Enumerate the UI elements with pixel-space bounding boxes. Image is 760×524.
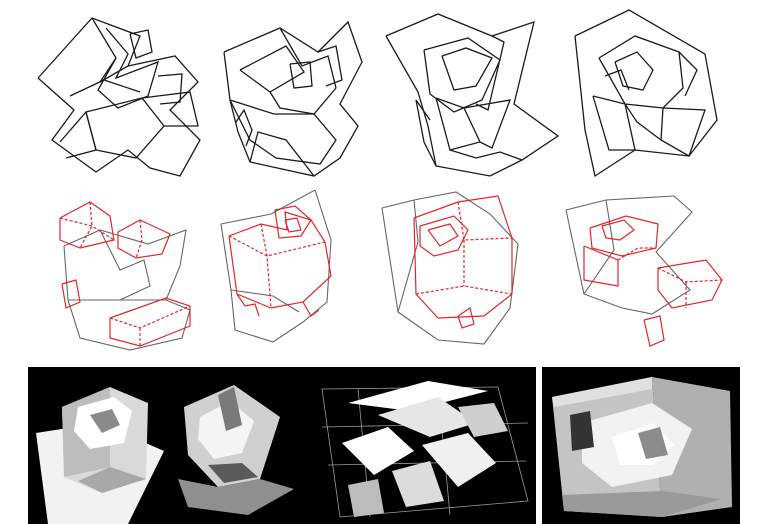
model-photo-3-image — [542, 367, 740, 524]
model-photo-2 — [318, 367, 536, 524]
model-photo-1 — [28, 367, 318, 524]
black-linework-row — [0, 0, 760, 190]
black-drawing-3 — [385, 13, 560, 177]
black-drawing-1 — [37, 17, 201, 177]
model-photo-1-image — [28, 367, 318, 524]
red-drawing-3 — [381, 191, 519, 345]
red-drawing-1 — [59, 201, 191, 351]
red-drawing-4 — [565, 195, 723, 347]
model-photo-2-image — [318, 367, 536, 524]
black-drawing-4 — [574, 9, 718, 178]
black-drawing-2 — [223, 20, 363, 177]
model-photo-row — [28, 367, 740, 524]
model-photo-3 — [542, 367, 740, 524]
red-linework-row — [0, 190, 760, 362]
red-drawing-2 — [220, 190, 332, 343]
